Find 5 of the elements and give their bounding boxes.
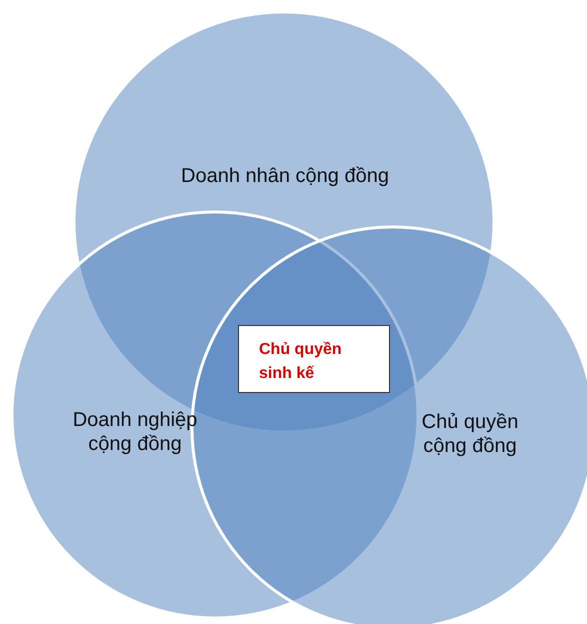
box-text: Chủ quyền sinh kế bbox=[259, 340, 343, 384]
circle-label: Doanh nhân cộng đồng bbox=[180, 164, 390, 188]
label-box bbox=[238, 325, 390, 393]
circle-label: Chủ quyền cộng đồng bbox=[420, 410, 520, 458]
circle-label: Doanh nghiệp cộng đồng bbox=[72, 408, 198, 456]
